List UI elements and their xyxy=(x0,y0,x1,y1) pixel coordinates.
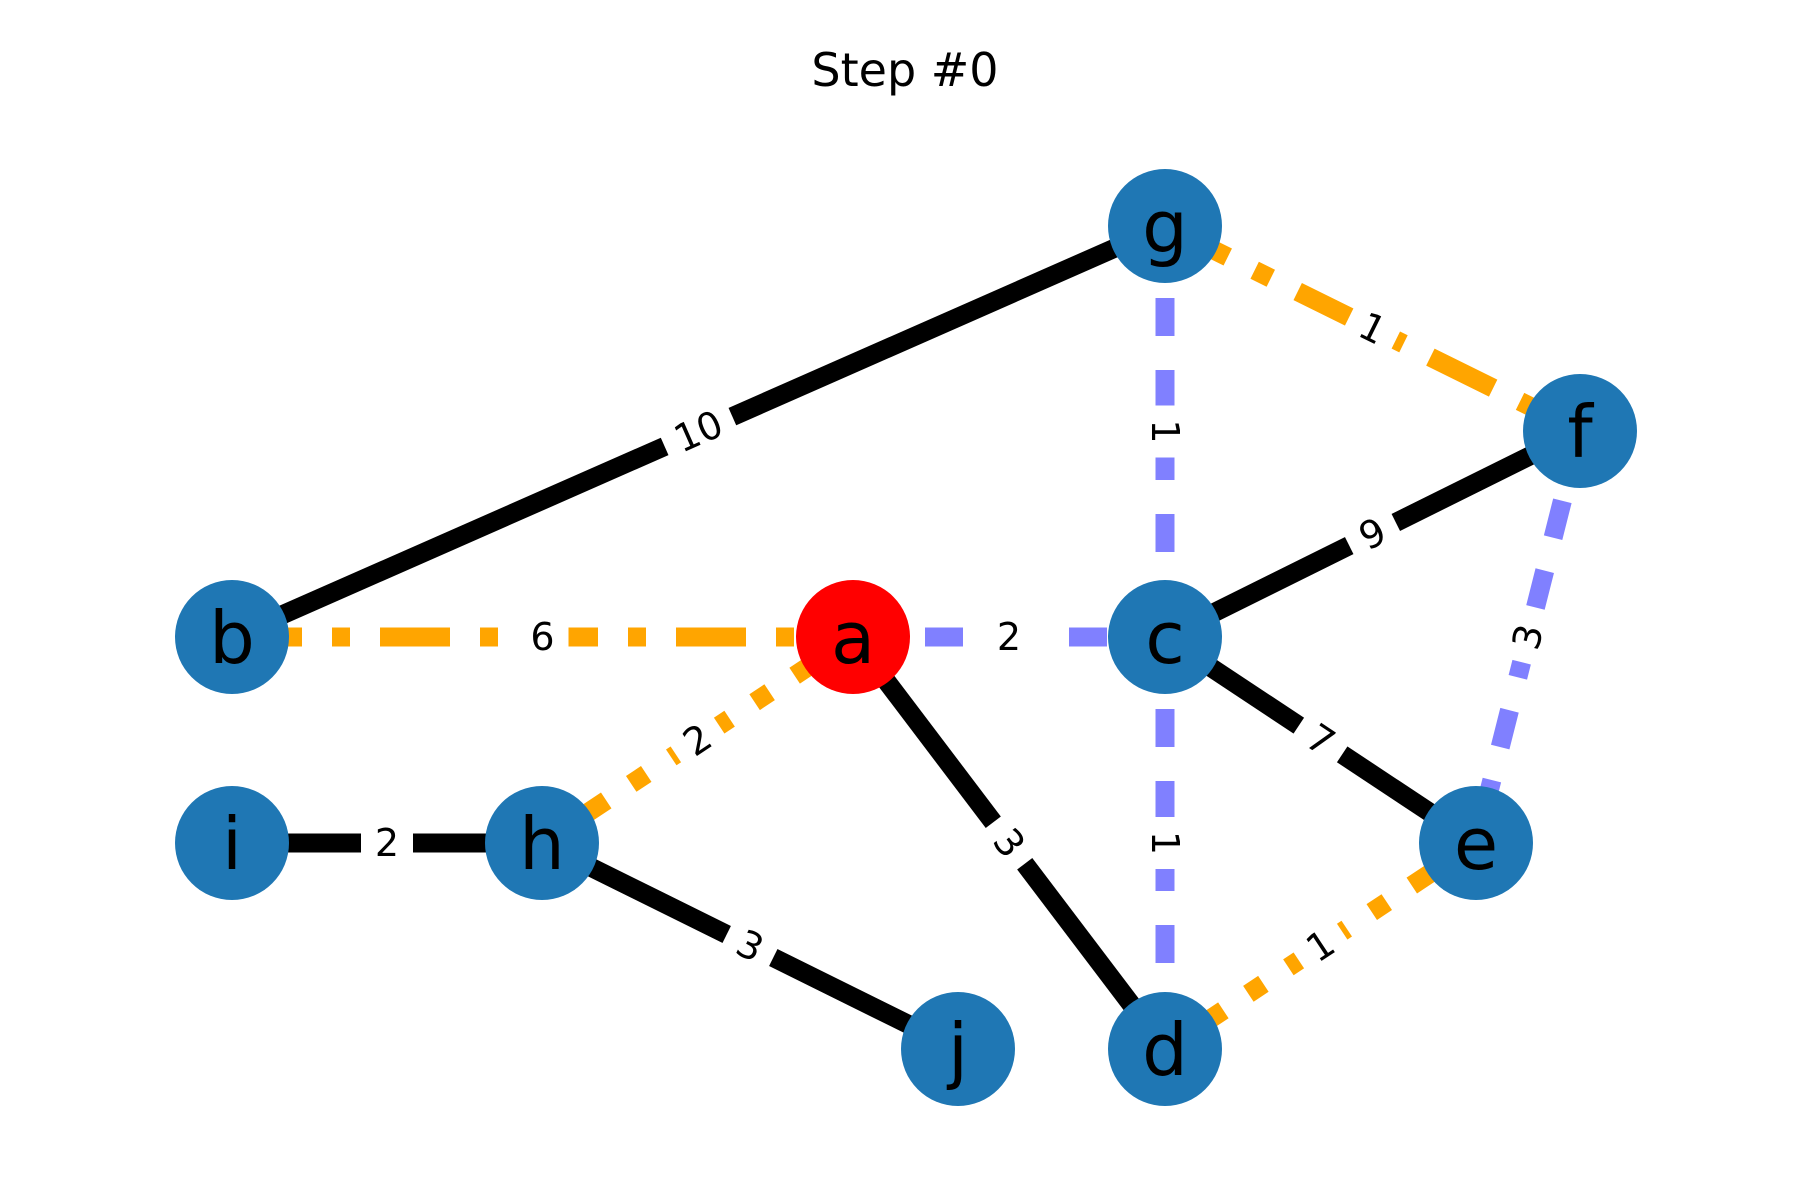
edge-c-f: 9 xyxy=(1160,422,1585,646)
node-label: b xyxy=(209,596,255,680)
edge-weight-bg xyxy=(654,394,743,469)
node-circle xyxy=(901,992,1015,1106)
node-circle xyxy=(175,786,289,900)
node-circle xyxy=(175,580,289,694)
node-label: a xyxy=(831,596,875,680)
node-a: a xyxy=(796,580,910,694)
edge-weight-label: 3 xyxy=(1498,605,1558,669)
node-g: g xyxy=(1108,169,1222,283)
edge-weight-bg xyxy=(516,613,569,661)
node-circle xyxy=(1108,169,1222,283)
edge-weight-label: 3 xyxy=(716,912,784,980)
edge-g-f: 1 xyxy=(1160,217,1585,440)
edge-weight-label: 2 xyxy=(662,705,733,775)
edge-weight-label: 1 xyxy=(1141,817,1189,869)
node-label: d xyxy=(1142,1008,1188,1092)
node-i: i xyxy=(175,786,289,900)
node-h: h xyxy=(485,786,599,900)
edge-weight-bg xyxy=(974,807,1044,879)
node-e: e xyxy=(1419,786,1533,900)
edge-weight-bg xyxy=(716,912,784,980)
edge-weight-label: 3 xyxy=(974,807,1044,879)
edge-b-a: 6 xyxy=(232,613,853,661)
node-circle xyxy=(1108,580,1222,694)
edge-weight-label: 1 xyxy=(1285,911,1356,981)
node-circle xyxy=(1523,374,1637,488)
node-circle xyxy=(1108,992,1222,1106)
edge-weight-text: 1 xyxy=(1143,419,1187,443)
node-label: c xyxy=(1145,596,1185,680)
edge-weight-bg xyxy=(1285,705,1356,775)
edge-h-j: 3 xyxy=(537,834,963,1058)
edge-weight-bg xyxy=(662,705,733,775)
node-circle xyxy=(485,786,599,900)
edge-weight-label: 1 xyxy=(1141,405,1189,458)
node-circle xyxy=(1419,786,1533,900)
edge-d-e: 1 xyxy=(1159,835,1482,1057)
node-label: e xyxy=(1454,802,1498,886)
edge-weight-bg xyxy=(1141,405,1189,458)
node-c: c xyxy=(1108,580,1222,694)
node-label: h xyxy=(519,802,565,886)
node-j: j xyxy=(901,992,1015,1106)
edge-weight-label: 1 xyxy=(1338,295,1407,362)
edge-weight-bg xyxy=(1285,911,1356,981)
edge-weight-label: 2 xyxy=(983,613,1035,661)
edge-weight-bg xyxy=(983,613,1035,661)
node-label: j xyxy=(946,1008,968,1092)
edge-weight-bg xyxy=(1498,605,1558,669)
edge-weight-text: 6 xyxy=(530,615,554,659)
edge-f-e: 3 xyxy=(1466,428,1590,846)
edge-g-c: 1 xyxy=(1141,226,1189,637)
node-f: f xyxy=(1523,374,1637,488)
edge-weight-bg xyxy=(1141,817,1189,869)
edge-c-d: 1 xyxy=(1141,637,1189,1049)
node-d: d xyxy=(1108,992,1222,1106)
edge-weight-label: 6 xyxy=(516,613,569,661)
edge-weight-bg xyxy=(361,819,413,867)
edge-c-e: 7 xyxy=(1159,629,1482,851)
edge-weight-label: 2 xyxy=(361,819,413,867)
diagram-title: Step #0 xyxy=(811,43,998,97)
edge-weight-label: 7 xyxy=(1285,705,1356,775)
edge-weight-label: 9 xyxy=(1338,500,1407,568)
edge-a-h: 2 xyxy=(536,629,859,851)
node-label: g xyxy=(1142,185,1188,269)
edge-b-g: 10 xyxy=(228,217,1169,646)
edge-weight-bg xyxy=(1338,295,1407,362)
edge-a-c: 2 xyxy=(853,613,1165,661)
edge-weight-text: 2 xyxy=(375,821,399,865)
edge-weight-text: 2 xyxy=(997,615,1021,659)
node-label: f xyxy=(1567,390,1594,474)
edge-weight-text: 1 xyxy=(1143,831,1187,855)
nodes-layer: a b c d e f g h i j xyxy=(175,169,1637,1106)
node-circle xyxy=(796,580,910,694)
edge-weight-label: 10 xyxy=(654,394,743,469)
node-b: b xyxy=(175,580,289,694)
edge-weight-bg xyxy=(1338,500,1407,568)
node-label: i xyxy=(222,802,242,886)
edge-a-d: 3 xyxy=(845,631,1173,1055)
